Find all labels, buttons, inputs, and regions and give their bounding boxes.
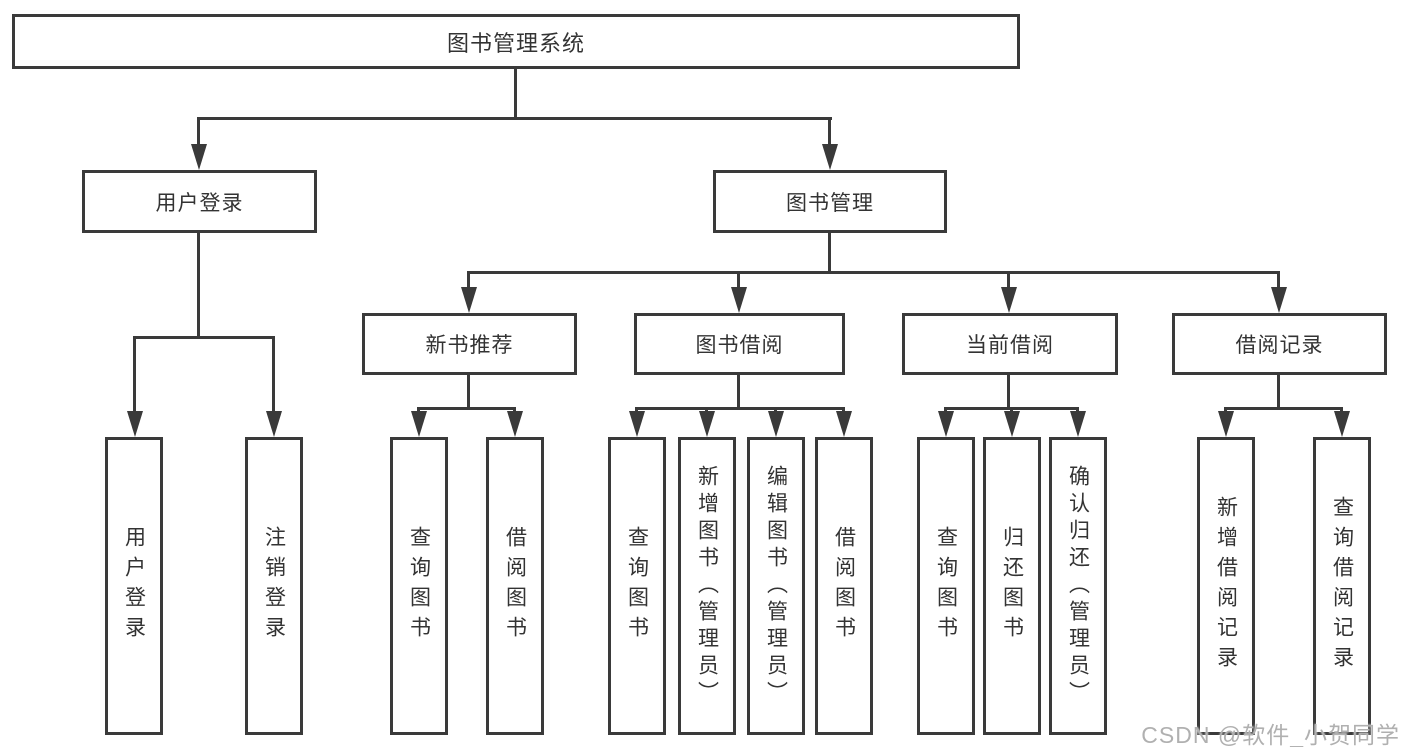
- arrowhead-icon: [629, 411, 645, 437]
- connector-line: [842, 407, 845, 414]
- arrowhead-icon: [127, 411, 143, 437]
- connector-line: [774, 407, 777, 414]
- node-root: 图书管理系统: [12, 14, 1020, 69]
- node-book-mgmt: 图书管理: [713, 170, 947, 233]
- connector-line: [198, 117, 832, 120]
- connector-line: [636, 407, 845, 410]
- connector-line: [1076, 407, 1079, 414]
- arrowhead-icon: [768, 411, 784, 437]
- node-cb-confirm: 确认归还（管理员）: [1049, 437, 1107, 735]
- arrowhead-icon: [1004, 411, 1020, 437]
- node-login-logout: 注销登录: [245, 437, 303, 735]
- node-bb-add: 新增图书（管理员）: [678, 437, 736, 735]
- connector-line: [1007, 271, 1010, 289]
- connector-line: [737, 271, 740, 289]
- node-br-query: 查询借阅记录: [1313, 437, 1371, 735]
- arrowhead-icon: [266, 411, 282, 437]
- node-cb-confirm-label: 确认归还（管理员）: [1066, 464, 1090, 708]
- connector-line: [468, 271, 1280, 274]
- node-cb-query-label: 查询图书: [934, 526, 958, 646]
- connector-line: [418, 407, 516, 410]
- connector-line: [737, 375, 740, 409]
- connector-line: [705, 407, 708, 414]
- node-borrow-record-label: 借阅记录: [1235, 334, 1324, 357]
- connector-line: [1340, 407, 1343, 414]
- arrowhead-icon: [731, 287, 747, 313]
- arrowhead-icon: [461, 287, 477, 313]
- connector-line: [197, 117, 200, 146]
- node-br-add: 新增借阅记录: [1197, 437, 1255, 735]
- connector-line: [513, 407, 516, 414]
- node-nb-query-label: 查询图书: [407, 526, 431, 646]
- watermark: CSDN @软件_小贺同学: [1141, 722, 1400, 747]
- connector-line: [272, 336, 275, 413]
- connector-line: [467, 271, 470, 289]
- arrowhead-icon: [507, 411, 523, 437]
- connector-line: [197, 233, 200, 339]
- connector-line: [134, 336, 275, 339]
- node-login-user: 用户登录: [105, 437, 163, 735]
- arrowhead-icon: [938, 411, 954, 437]
- connector-line: [1277, 375, 1280, 409]
- arrowhead-icon: [1001, 287, 1017, 313]
- node-bb-query-label: 查询图书: [625, 526, 649, 646]
- node-cb-query: 查询图书: [917, 437, 975, 735]
- connector-line: [1225, 407, 1343, 410]
- arrowhead-icon: [411, 411, 427, 437]
- node-bb-add-label: 新增图书（管理员）: [695, 464, 719, 708]
- connector-line: [828, 233, 831, 274]
- connector-line: [133, 336, 136, 413]
- node-bb-edit: 编辑图书（管理员）: [747, 437, 805, 735]
- arrowhead-icon: [1334, 411, 1350, 437]
- arrowhead-icon: [191, 144, 207, 170]
- arrowhead-icon: [822, 144, 838, 170]
- connector-line: [1277, 271, 1280, 289]
- connector-line: [514, 69, 517, 118]
- node-br-query-label: 查询借阅记录: [1330, 496, 1354, 676]
- arrowhead-icon: [1271, 287, 1287, 313]
- node-borrow-record: 借阅记录: [1172, 313, 1387, 375]
- node-new-book: 新书推荐: [362, 313, 577, 375]
- connector-line: [467, 375, 470, 409]
- node-current-borrow-label: 当前借阅: [966, 334, 1054, 357]
- connector-line: [1007, 375, 1010, 409]
- arrowhead-icon: [836, 411, 852, 437]
- node-root-label: 图书管理系统: [446, 30, 585, 56]
- node-book-borrow: 图书借阅: [634, 313, 845, 375]
- node-current-borrow: 当前借阅: [902, 313, 1118, 375]
- node-nb-borrow-label: 借阅图书: [503, 526, 527, 646]
- node-bb-borrow: 借阅图书: [815, 437, 873, 735]
- node-new-book-label: 新书推荐: [425, 334, 514, 357]
- node-user-login: 用户登录: [82, 170, 317, 233]
- node-br-add-label: 新增借阅记录: [1214, 496, 1238, 676]
- connector-line: [1224, 407, 1227, 414]
- node-bb-borrow-label: 借阅图书: [832, 526, 856, 646]
- connector-line: [944, 407, 947, 414]
- node-book-mgmt-label: 图书管理: [786, 191, 874, 215]
- node-nb-borrow: 借阅图书: [486, 437, 544, 735]
- connector-line: [828, 117, 831, 146]
- arrowhead-icon: [1218, 411, 1234, 437]
- node-nb-query: 查询图书: [390, 437, 448, 735]
- node-login-logout-label: 注销登录: [262, 526, 286, 646]
- node-user-login-label: 用户登录: [155, 191, 244, 215]
- connector-line: [417, 407, 420, 414]
- node-cb-return: 归还图书: [983, 437, 1041, 735]
- node-login-user-label: 用户登录: [122, 526, 146, 646]
- connector-line: [635, 407, 638, 414]
- node-bb-edit-label: 编辑图书（管理员）: [764, 464, 788, 708]
- arrowhead-icon: [1070, 411, 1086, 437]
- node-bb-query: 查询图书: [608, 437, 666, 735]
- node-cb-return-label: 归还图书: [1000, 526, 1024, 646]
- node-book-borrow-label: 图书借阅: [695, 334, 784, 357]
- arrowhead-icon: [699, 411, 715, 437]
- connector-line: [1010, 407, 1013, 414]
